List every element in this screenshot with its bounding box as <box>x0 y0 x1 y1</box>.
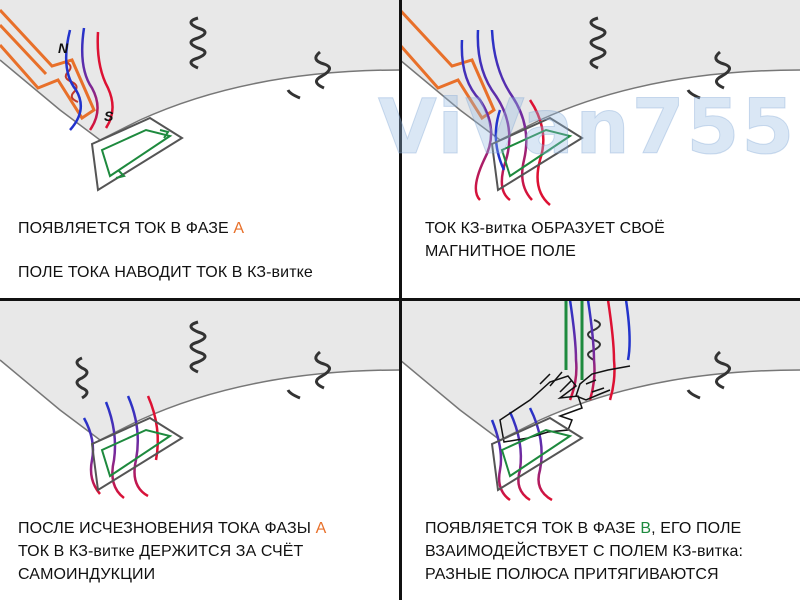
horizontal-divider <box>0 298 800 301</box>
panel-self-induction: ПОСЛЕ ИСЧЕЗНОВЕНИЯ ТОКА ФАЗЫ А ТОК В КЗ-… <box>0 300 400 600</box>
shorted-turn <box>490 416 584 492</box>
diagram-shorted-turn-field <box>400 0 800 206</box>
stator-shape <box>0 300 400 440</box>
diagram-self-induction <box>0 300 400 499</box>
pole-label-north: N <box>58 40 69 56</box>
winding-coil <box>75 320 331 400</box>
diagram-attraction <box>400 300 800 502</box>
shorted-turn <box>90 116 184 192</box>
caption-line-2: МАГНИТНОЕ ПОЛЕ <box>425 243 576 260</box>
caption-line-3: РАЗНЫЕ ПОЛЮСА ПРИТЯГИВАЮТСЯ <box>425 566 719 583</box>
stator-shape <box>400 300 800 440</box>
phase-label-b: В <box>640 520 652 537</box>
phase-b-conductor <box>564 300 584 380</box>
phase-label-a: А <box>233 220 245 237</box>
field-lines <box>64 27 114 131</box>
caption-line-2: ТОК В КЗ-витке ДЕРЖИТСЯ ЗА СЧЁТ <box>18 543 304 560</box>
panel-attraction: ПОЯВЛЯЕТСЯ ТОК В ФАЗЕ В, ЕГО ПОЛЕ ВЗАИМО… <box>400 300 800 600</box>
caption-line-2: ПОЛЕ ТОКА НАВОДИТ ТОК В КЗ-витке <box>18 264 313 281</box>
shorted-turn <box>90 416 184 492</box>
panel-shorted-turn-field: ТОК КЗ-витка ОБРАЗУЕТ СВОЁ МАГНИТНОЕ ПОЛ… <box>400 0 800 300</box>
caption-text: ПОЯВЛЯЕТСЯ ТОК В ФАЗЕ <box>425 520 641 537</box>
caption-line-1: ПОЯВЛЯЕТСЯ ТОК В ФАЗЕ А <box>18 217 244 240</box>
phase-label-a: А <box>315 520 327 537</box>
caption-line-1: ПОСЛЕ ИСЧЕЗНОВЕНИЯ ТОКА ФАЗЫ А <box>18 517 326 540</box>
winding-coil <box>686 350 731 400</box>
caption-text: ПОСЛЕ ИСЧЕЗНОВЕНИЯ ТОКА ФАЗЫ <box>18 520 316 537</box>
stator-shape <box>400 0 800 140</box>
phase-a-conductor <box>0 8 96 121</box>
caption-line-1: ПОЯВЛЯЕТСЯ ТОК В ФАЗЕ В, ЕГО ПОЛЕ <box>425 517 741 540</box>
shorted-turn <box>490 116 584 192</box>
winding-coil <box>189 16 331 100</box>
caption-text: ПОЯВЛЯЕТСЯ ТОК В ФАЗЕ <box>18 220 234 237</box>
diagram-phase-a <box>0 0 400 192</box>
stator-shape <box>0 0 400 140</box>
caption-line-3: САМОИНДУКЦИИ <box>18 566 156 583</box>
winding-coil <box>589 16 731 100</box>
panel-phase-a-current: N S ПОЯВЛЯЕТСЯ ТОК В ФАЗЕ А ПОЛЕ ТОКА НА… <box>0 0 400 300</box>
pole-label-south: S <box>104 108 114 124</box>
caption-text-suffix: , ЕГО ПОЛЕ <box>651 520 742 537</box>
field-lines <box>460 29 551 206</box>
caption-line-1: ТОК КЗ-витка ОБРАЗУЕТ СВОЁ <box>425 220 665 237</box>
caption-line-2: ВЗАИМОДЕЙСТВУЕТ С ПОЛЕМ КЗ-витка: <box>425 543 744 560</box>
